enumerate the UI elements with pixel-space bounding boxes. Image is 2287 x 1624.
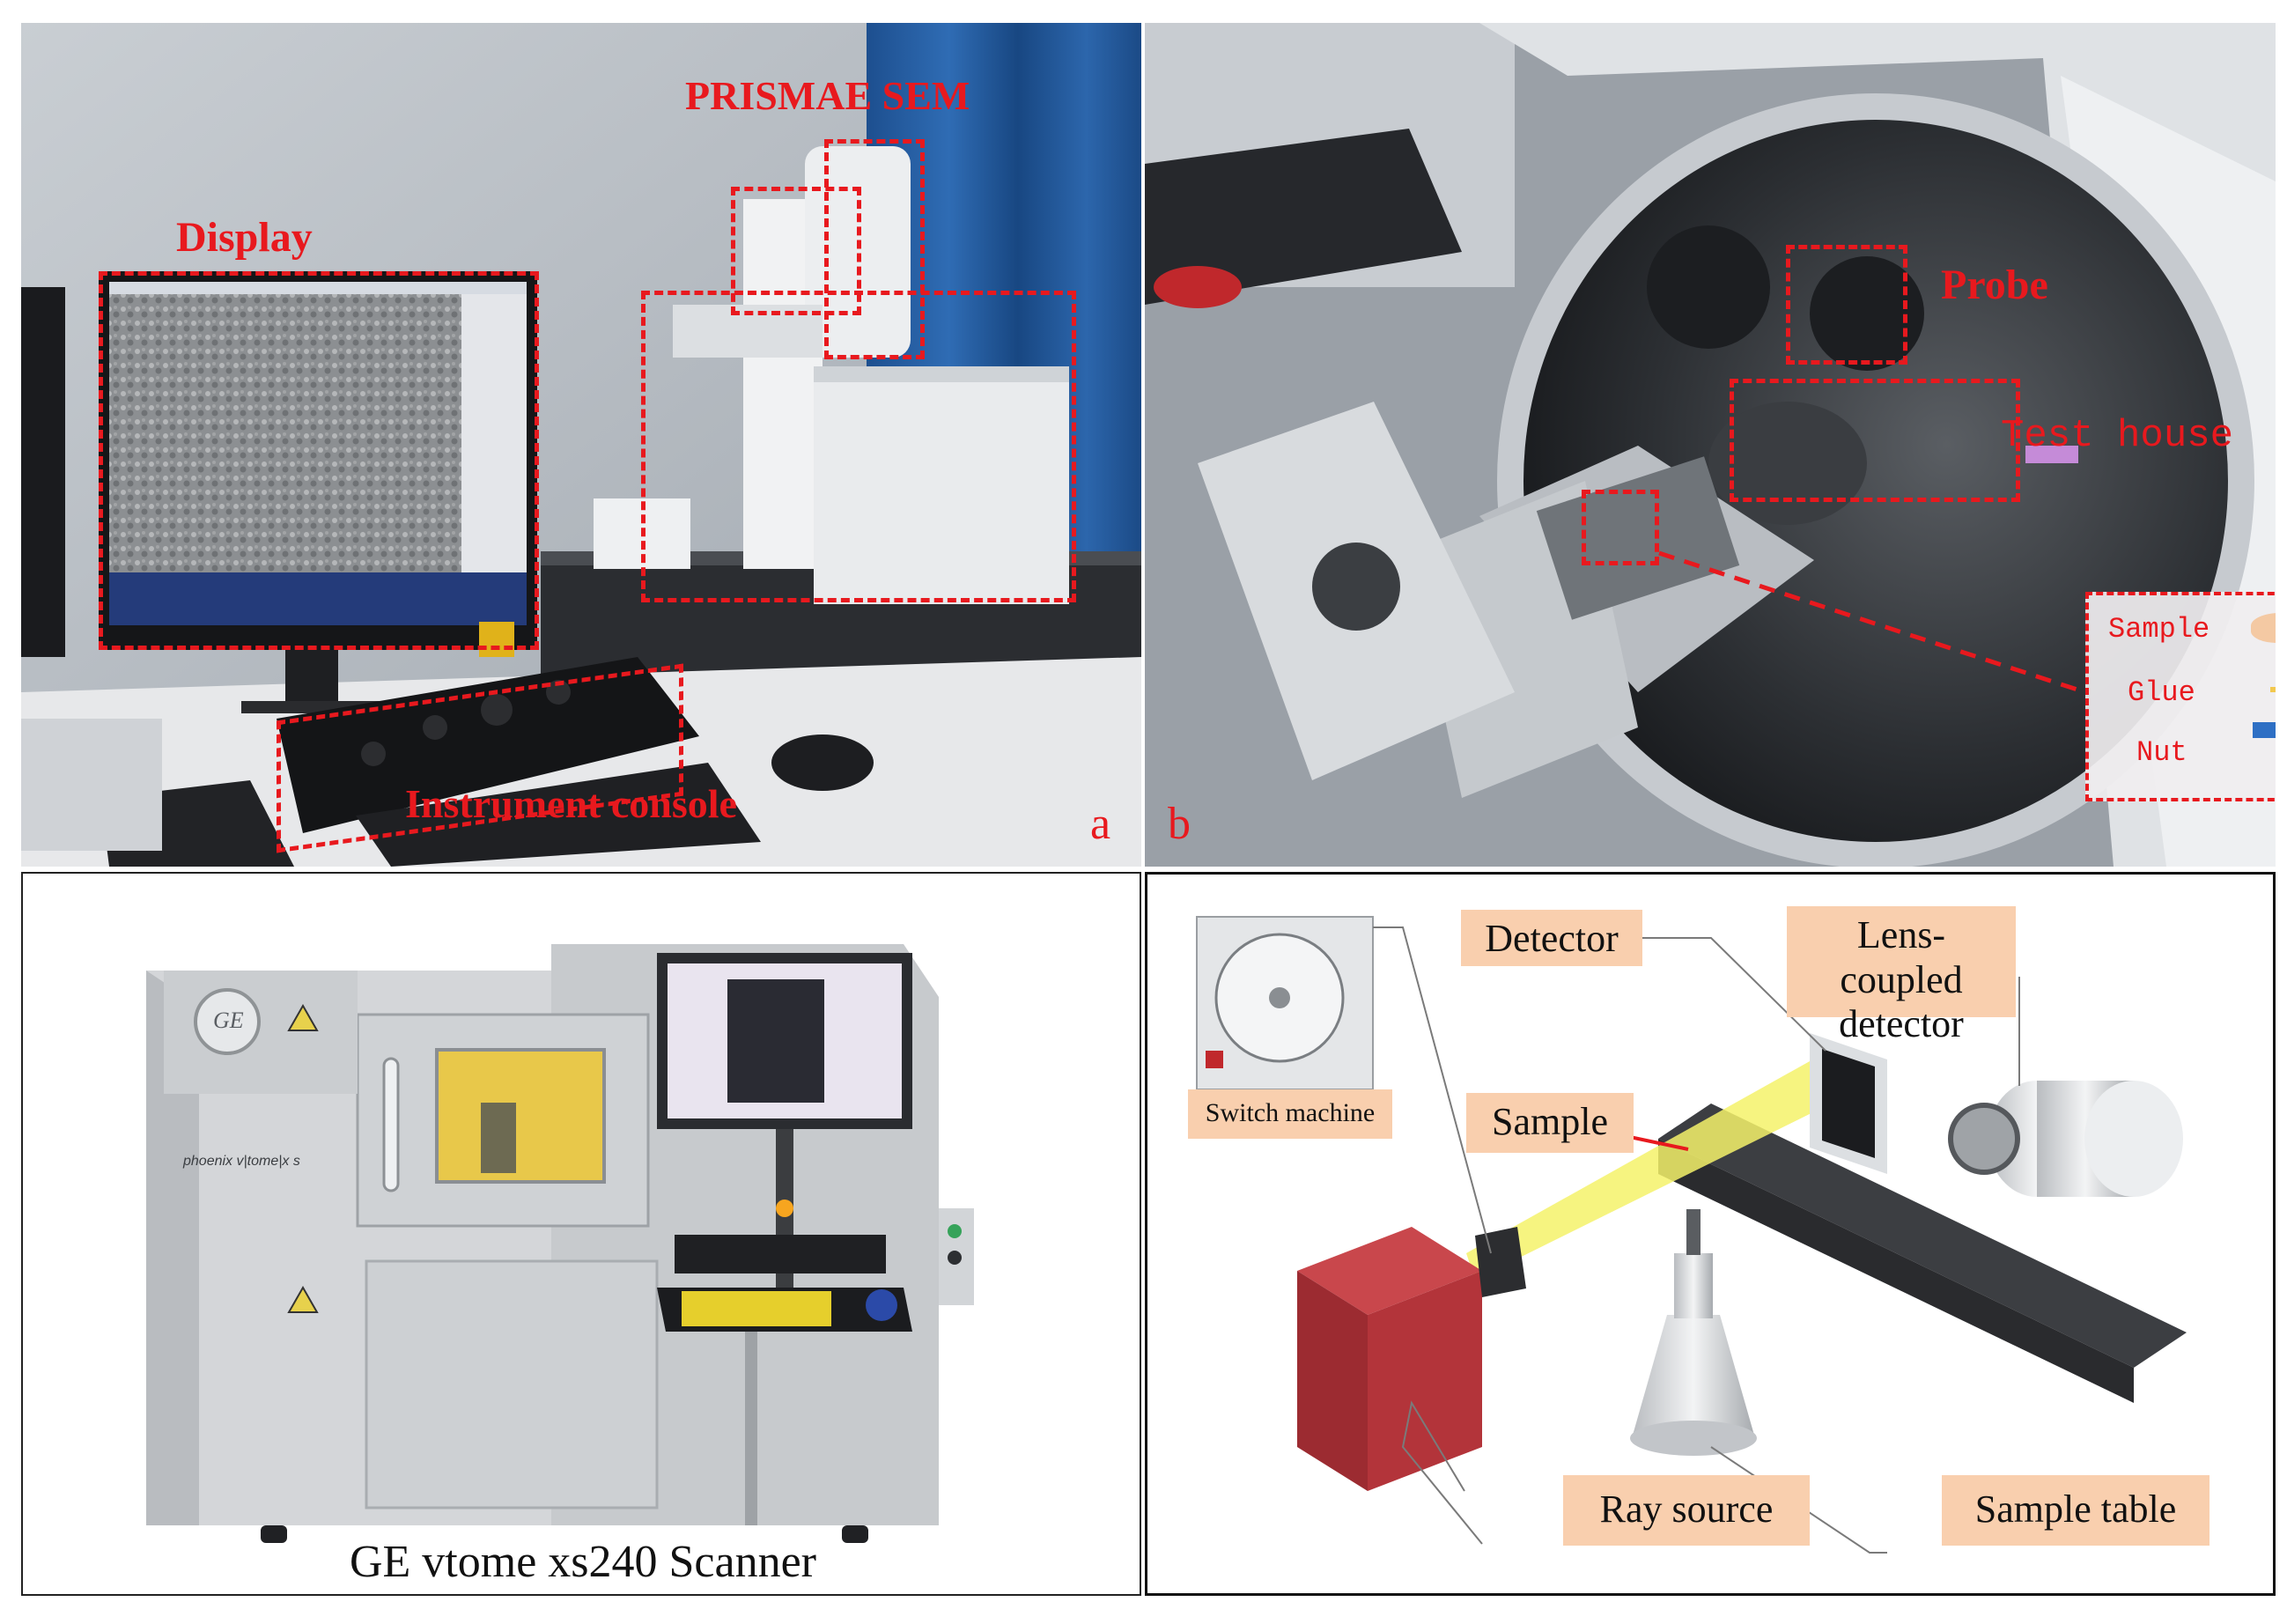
panel-letter-b: b (1168, 799, 1191, 849)
probe-outline (1786, 245, 1907, 365)
legend-glue-label: Glue (2128, 676, 2195, 709)
legend-box: Sample Glue Nut (2085, 592, 2276, 801)
sample-swatch (2251, 613, 2276, 643)
panel-b: Sample Glue Nut Probe Test house b (1145, 23, 2276, 867)
lens-coupled-detector-tag: Lens-coupled detector (1787, 906, 2016, 1045)
switch-machine-tag: Switch machine (1188, 1089, 1392, 1139)
panel-letter-a: a (1090, 799, 1111, 849)
sample-leader-line (1658, 550, 2086, 695)
nut-icon (2253, 722, 2276, 793)
sem-outline-body (641, 291, 1076, 602)
machine-model-text: phoenix v|tome|x s (183, 1154, 300, 1169)
ray-source-tag: Ray source (1563, 1475, 1810, 1546)
legend-sample-label: Sample (2108, 613, 2210, 646)
display-outline (99, 271, 539, 650)
legend-nut-label: Nut (2136, 736, 2187, 769)
sem-lab-photo (21, 23, 1141, 867)
probe-label: Probe (1941, 262, 2048, 308)
ct-schematic (1196, 916, 2187, 1554)
panel-d: Detector Lens-coupled detector Switch ma… (1145, 872, 2276, 1596)
display-label: Display (176, 214, 313, 261)
test-house-label: Test house (2001, 414, 2234, 458)
panel-c: GE phoenix v|tome|x s GE vtome xs240 Sca… (21, 872, 1141, 1596)
scanner-caption: GE vtome xs240 Scanner (349, 1537, 816, 1587)
ct-scanner-photo (146, 944, 974, 1543)
sem-outline-column (731, 187, 861, 315)
sem-outline-upper (824, 139, 925, 359)
glue-swatch (2270, 687, 2276, 692)
sample-outline (1582, 490, 1659, 565)
ge-logo: GE (213, 1008, 244, 1033)
detector-tag: Detector (1461, 910, 1642, 966)
test-house-outline (1730, 379, 2020, 502)
sem-label: PRISMAE SEM (685, 73, 970, 118)
panel-a: Display PRISMAE SEM Instrument console a (21, 23, 1141, 867)
sample-tag: Sample (1466, 1093, 1634, 1153)
console-label: Instrument console (405, 781, 737, 826)
sample-table-tag: Sample table (1942, 1475, 2210, 1546)
